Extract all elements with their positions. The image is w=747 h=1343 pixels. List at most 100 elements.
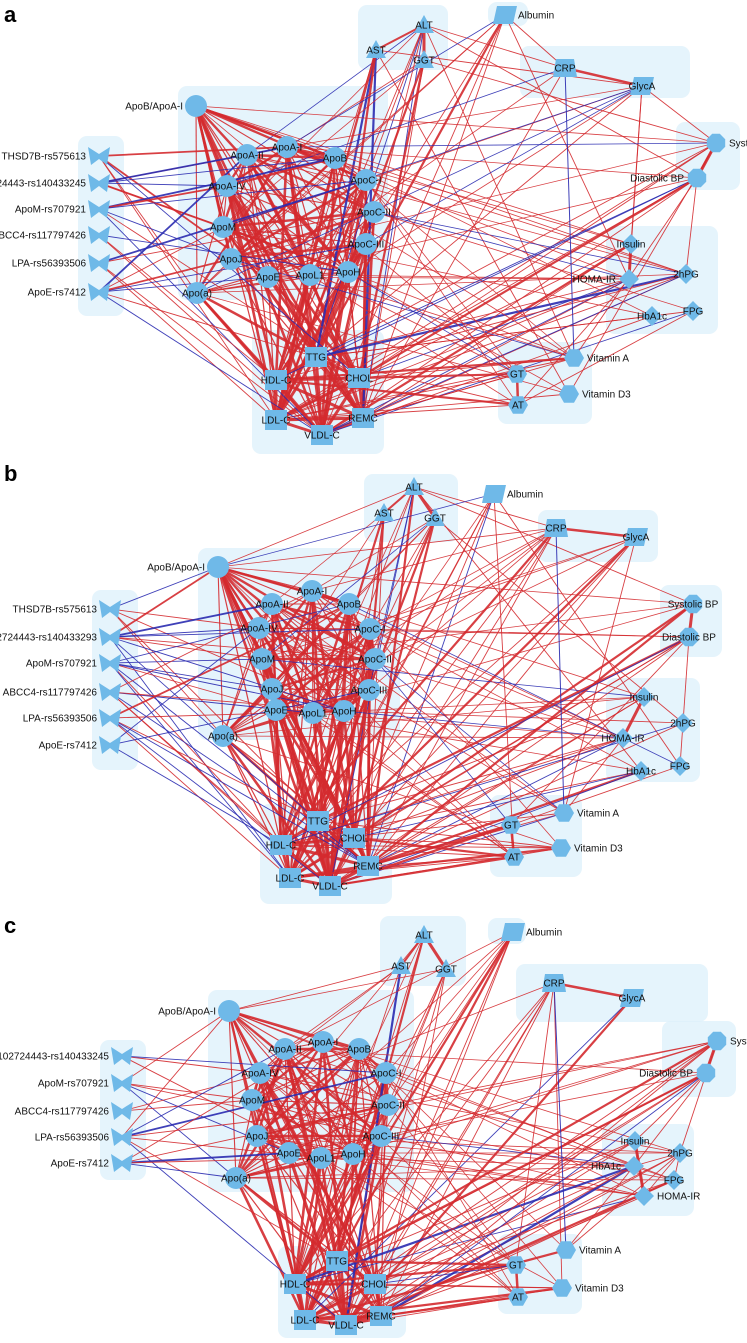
edge xyxy=(311,590,624,739)
node-label: ApoB xyxy=(337,600,362,611)
edge xyxy=(316,820,332,887)
node-circle-shape xyxy=(212,725,234,747)
edge xyxy=(222,517,436,737)
edge xyxy=(275,709,642,772)
edge xyxy=(317,696,645,822)
node-vita: Vitamin A xyxy=(564,349,629,367)
edge xyxy=(258,627,624,739)
edge xyxy=(274,709,356,839)
edge xyxy=(226,59,425,187)
node-label: ApoA-IV xyxy=(208,182,246,193)
edge xyxy=(222,603,694,737)
edge xyxy=(358,1048,563,1289)
node-apoc-iii: ApoC-III xyxy=(363,1125,399,1147)
edge xyxy=(98,185,228,210)
node-label: AST xyxy=(391,962,410,973)
node-circle-shape xyxy=(207,556,229,578)
edge xyxy=(284,931,514,1050)
node-square-shape xyxy=(319,876,341,896)
edge xyxy=(358,372,518,380)
edge xyxy=(362,67,566,419)
edge xyxy=(109,627,260,746)
node-ldl-c: LDL-C xyxy=(262,410,291,430)
node-diamond-shape xyxy=(619,269,639,289)
node-label: ApoH xyxy=(331,707,356,718)
node-label: ApoM-rs707921 xyxy=(15,205,87,216)
node-label: ApoM-rs707921 xyxy=(26,659,98,670)
node-label: CRP xyxy=(543,979,564,990)
node-label: FPG xyxy=(683,307,704,318)
node-chol: CHOL xyxy=(340,828,368,848)
edge xyxy=(317,710,345,822)
node-label: REMC xyxy=(366,1312,395,1323)
node-diamond-shape xyxy=(670,756,690,776)
node-apoe: ApoE xyxy=(256,266,281,288)
node-square-shape xyxy=(352,408,374,428)
edge xyxy=(374,658,565,814)
node-circle-shape xyxy=(261,678,283,700)
node-apo-a-: Apo(a) xyxy=(208,725,238,747)
edge xyxy=(267,177,698,278)
node-abcc4: ABCC4-rs117797426 xyxy=(3,683,121,701)
node-apoc-iii: ApoC-III xyxy=(348,233,384,255)
edge xyxy=(109,717,331,887)
node-circle-shape xyxy=(186,282,208,304)
node-hexagon-shape xyxy=(552,1279,572,1297)
node-loc102724443: LOC102724443-rs140433245 xyxy=(0,174,110,192)
edge xyxy=(365,179,519,406)
edge xyxy=(504,14,566,69)
edge xyxy=(280,590,313,846)
node-label: LDL-C xyxy=(262,416,291,427)
node-apom-rs: ApoM-rs707921 xyxy=(26,654,121,672)
edge xyxy=(98,208,323,436)
node-apob: ApoB xyxy=(347,1038,372,1060)
node-label: ApoA-I xyxy=(297,587,328,598)
edge xyxy=(320,1157,519,1298)
node-label: ApoC-III xyxy=(351,686,388,697)
edge xyxy=(196,276,269,294)
node-diamond-shape xyxy=(631,761,651,781)
edge xyxy=(353,770,642,839)
node-chol: CHOL xyxy=(361,1274,389,1294)
edge xyxy=(312,527,557,714)
edge xyxy=(320,1157,635,1167)
edge xyxy=(109,608,260,629)
node-apoc-ii: ApoC-II xyxy=(357,201,391,223)
edge xyxy=(246,154,575,359)
node-circle-shape xyxy=(261,593,283,615)
edge xyxy=(275,404,519,421)
nodes: ALTASTGGTAlbuminCRPGlycAApoB/ApoA-IApoA-… xyxy=(0,6,747,445)
node-label: ABCC4-rs117797426 xyxy=(15,1107,110,1118)
node-loc102724443: LOC102724443-rs140433245 xyxy=(0,1047,133,1065)
edge xyxy=(352,1040,718,1155)
edge xyxy=(358,278,630,379)
node-square-shape xyxy=(265,410,287,430)
node-label: ALT xyxy=(415,21,433,32)
edge xyxy=(98,234,323,436)
edge xyxy=(685,177,698,275)
node-label: ApoE-rs7412 xyxy=(51,1159,110,1170)
node-systolic: Systolic BP xyxy=(707,1031,747,1051)
node-square-shape xyxy=(326,1251,348,1271)
node-parallelogram-shape xyxy=(624,528,648,546)
edge xyxy=(109,636,319,822)
edge xyxy=(380,1040,718,1317)
edge xyxy=(294,968,447,1285)
node-label: TTG xyxy=(327,1257,347,1268)
node-hexagon-shape xyxy=(508,396,528,414)
edge xyxy=(294,931,514,1285)
node-label: LPA-rs56393506 xyxy=(23,714,98,725)
node-label: THSD7B-rs575613 xyxy=(2,152,87,163)
node-label: ApoA-IV xyxy=(240,624,278,635)
node-label: HDL-C xyxy=(266,841,297,852)
node-label: Diastolic BP xyxy=(662,633,716,644)
node-label: ApoC-II xyxy=(371,1101,405,1112)
node-label: Vitamin D3 xyxy=(575,1284,624,1295)
edge xyxy=(286,142,717,148)
edge xyxy=(195,105,632,245)
edge xyxy=(121,1041,324,1164)
node-label: ApoC-I xyxy=(370,1069,401,1080)
edge xyxy=(555,526,637,539)
edge xyxy=(385,1072,519,1298)
node-circle-shape xyxy=(241,1089,263,1111)
